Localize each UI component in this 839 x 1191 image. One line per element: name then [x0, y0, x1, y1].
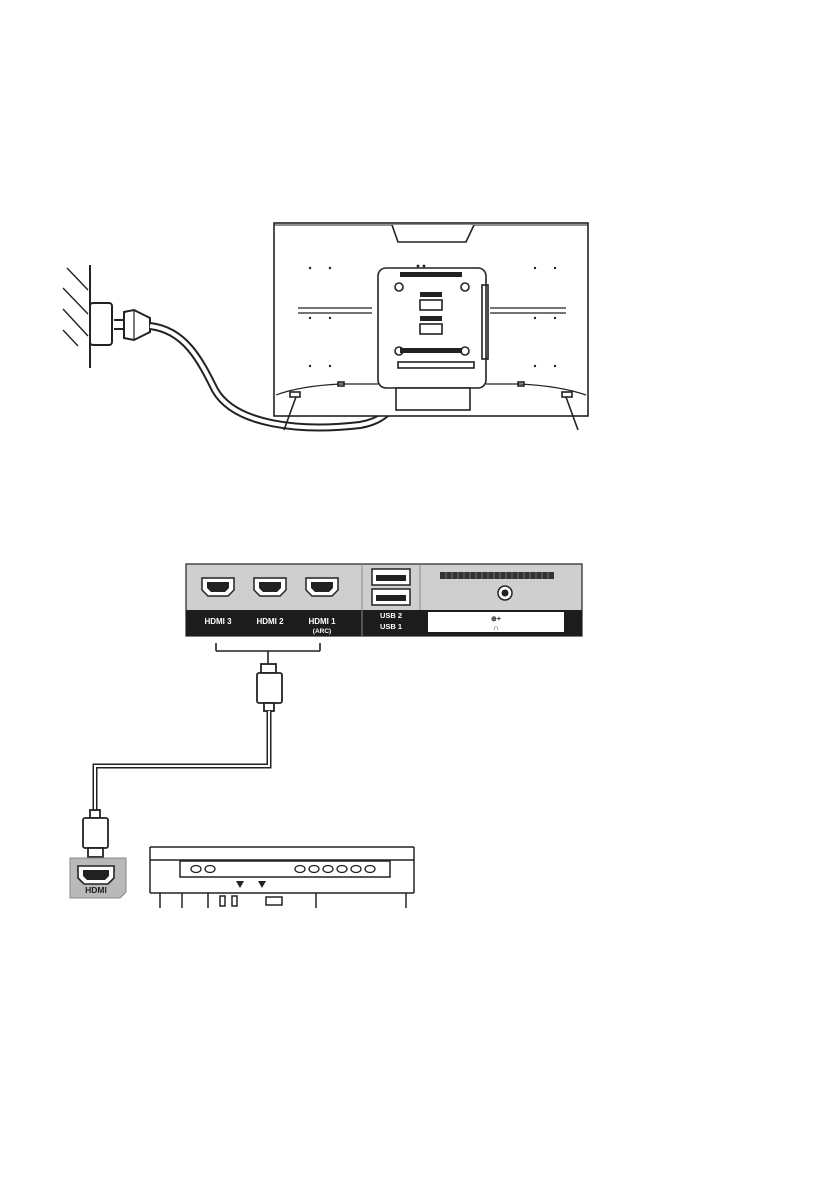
- ci-symbol: ⊕+: [491, 616, 501, 623]
- external-device: [150, 847, 414, 908]
- ci-slot: [440, 572, 554, 579]
- usb-2-label: USB 2: [380, 611, 402, 620]
- usb-1-port: [372, 589, 410, 605]
- tv-back-panel: [274, 223, 588, 430]
- power-plug-icon: [114, 310, 150, 340]
- hdmi-3-label: HDMI 3: [204, 617, 232, 626]
- device-hdmi-badge: HDMI: [70, 858, 126, 898]
- device-hdmi-label: HDMI: [85, 885, 107, 895]
- hdmi-1-port: [306, 578, 338, 596]
- hdmi-plug-icon: [257, 664, 282, 711]
- power-connection-diagram: [63, 223, 588, 430]
- usb-2-port: [372, 569, 410, 585]
- hdmi-cable: [95, 711, 269, 810]
- hdmi-1-label: HDMI 1: [308, 617, 336, 626]
- hdmi-2-port: [254, 578, 286, 596]
- headphone-icon: ∩: [493, 625, 498, 632]
- headphone-jack: [498, 586, 512, 600]
- hdmi-1-arc-label: (ARC): [313, 628, 331, 635]
- hdmi-3-port: [202, 578, 234, 596]
- tv-connector-panel: HDMI 3 HDMI 2 HDMI 1 (ARC) USB 2 USB 1 ⊕…: [186, 564, 582, 636]
- hdmi-connection-diagram: HDMI 3 HDMI 2 HDMI 1 (ARC) USB 2 USB 1 ⊕…: [70, 564, 582, 908]
- usb-1-label: USB 1: [380, 622, 402, 631]
- hdmi-port-bracket: [216, 643, 320, 664]
- hdmi-2-label: HDMI 2: [256, 617, 284, 626]
- wall-socket-icon: [63, 265, 112, 368]
- hdmi-plug-icon: [83, 810, 108, 857]
